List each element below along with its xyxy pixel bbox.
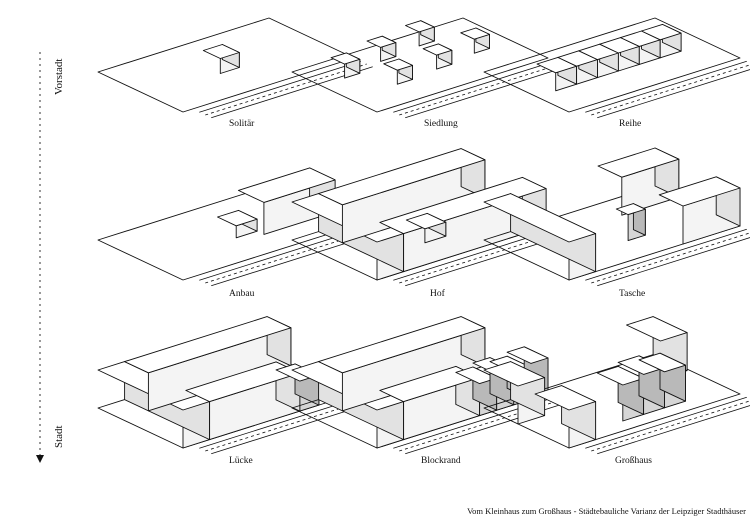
panel-siedlung bbox=[291, 17, 567, 119]
axis-label-stadt: Stadt bbox=[53, 425, 65, 448]
label-anbau: Anbau bbox=[229, 289, 255, 299]
panel-reihe bbox=[483, 17, 750, 119]
label-hof: Hof bbox=[430, 289, 445, 299]
label-luecke: Lücke bbox=[229, 456, 253, 466]
label-tasche: Tasche bbox=[619, 289, 646, 299]
label-solitaer: Solitär bbox=[229, 119, 255, 129]
panel-grosshaus bbox=[483, 316, 750, 455]
label-grosshaus: Großhaus bbox=[615, 456, 652, 466]
panels-layer bbox=[97, 17, 750, 455]
label-blockrand: Blockrand bbox=[421, 456, 461, 466]
axis-label-vorstadt: Vorstadt bbox=[53, 58, 65, 95]
panel-solitaer bbox=[97, 17, 373, 119]
panel-tasche bbox=[483, 147, 750, 287]
vorstadt-stadt-axis bbox=[36, 52, 44, 463]
figure-caption: Vom Kleinhaus zum Großhaus - Städtebauli… bbox=[467, 506, 746, 516]
label-siedlung: Siedlung bbox=[424, 119, 458, 129]
label-reihe: Reihe bbox=[619, 119, 642, 129]
